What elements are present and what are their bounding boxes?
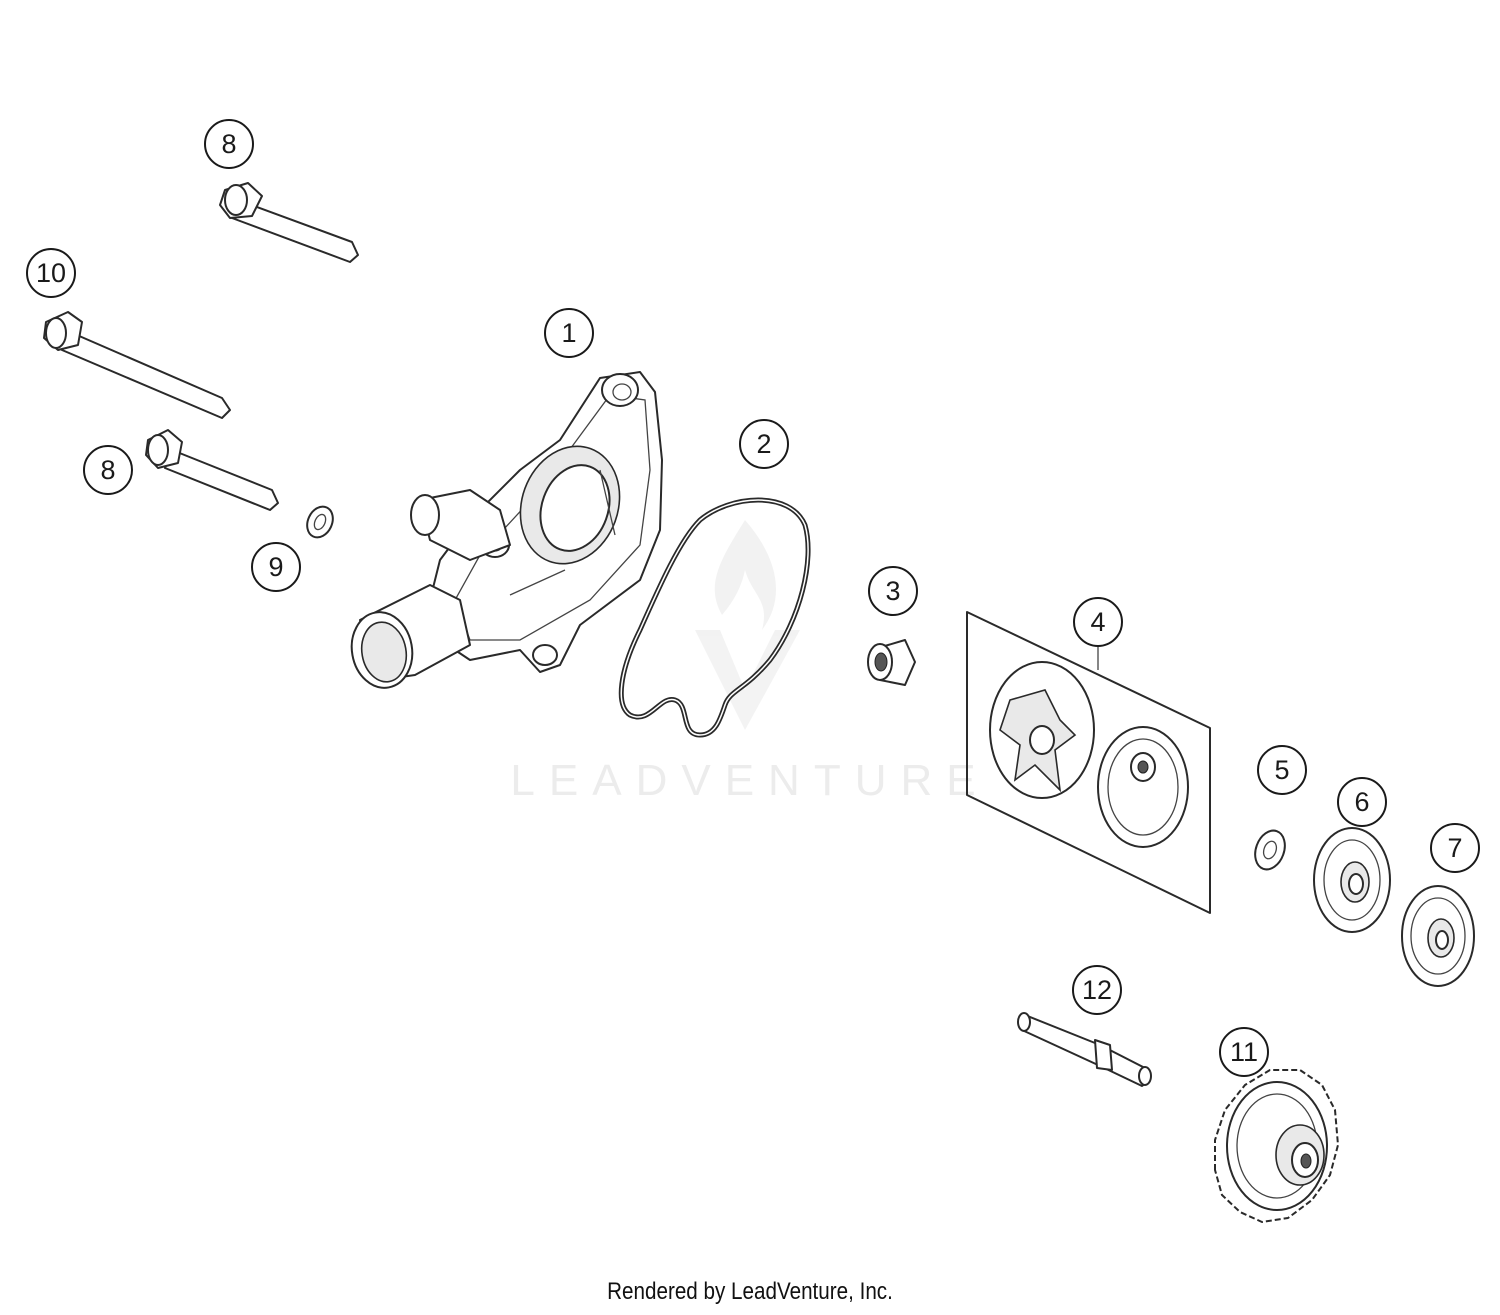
part-impeller-kit-4 xyxy=(966,611,1211,914)
callout-2: 2 xyxy=(739,419,789,469)
part-bolt-8-top xyxy=(219,182,359,263)
callout-label: 1 xyxy=(561,318,576,348)
callout-6: 6 xyxy=(1337,777,1387,827)
part-shaft-12 xyxy=(1017,1012,1152,1087)
callout-label: 12 xyxy=(1082,975,1112,1005)
part-pump-cover-1 xyxy=(350,371,663,689)
part-bolt-8-lower xyxy=(145,429,279,511)
render-credit: Rendered by LeadVenture, Inc. xyxy=(607,1278,893,1305)
part-bearing-6 xyxy=(1313,827,1391,933)
callout-label: 8 xyxy=(100,455,115,485)
callout-label: 11 xyxy=(1230,1037,1258,1067)
callout-8-lower: 8 xyxy=(83,445,133,495)
callout-label: 2 xyxy=(756,429,771,459)
part-bearing-7 xyxy=(1401,885,1475,987)
callout-label: 8 xyxy=(221,129,236,159)
part-bolt-10 xyxy=(43,311,231,419)
callout-label: 10 xyxy=(36,258,66,288)
watermark: LEADVENTURE xyxy=(510,520,989,805)
callout-3: 3 xyxy=(868,566,918,616)
callout-label: 3 xyxy=(885,576,900,606)
callout-10: 10 xyxy=(26,248,76,298)
callout-1: 1 xyxy=(544,308,594,358)
part-seal-3 xyxy=(867,639,916,686)
callout-label: 4 xyxy=(1090,607,1105,637)
leadventure-logo-icon xyxy=(695,520,800,730)
callout-7: 7 xyxy=(1430,823,1480,873)
callout-4: 4 xyxy=(1073,597,1123,647)
callout-label: 7 xyxy=(1447,833,1462,863)
part-washer-5 xyxy=(1254,829,1286,871)
part-gear-11 xyxy=(1214,1069,1339,1223)
part-washer-9 xyxy=(306,505,334,539)
callout-label: 5 xyxy=(1274,755,1289,785)
callout-8-top: 8 xyxy=(204,119,254,169)
callouts: 8 10 8 9 1 2 3 4 xyxy=(26,119,1480,1077)
part-gasket-2 xyxy=(618,497,811,738)
callout-label: 9 xyxy=(268,552,283,582)
callout-11: 11 xyxy=(1219,1027,1269,1077)
callout-9: 9 xyxy=(251,542,301,592)
callout-5: 5 xyxy=(1257,745,1307,795)
callout-label: 6 xyxy=(1354,787,1369,817)
callout-12: 12 xyxy=(1072,965,1122,1015)
watermark-text: LEADVENTURE xyxy=(510,756,989,805)
